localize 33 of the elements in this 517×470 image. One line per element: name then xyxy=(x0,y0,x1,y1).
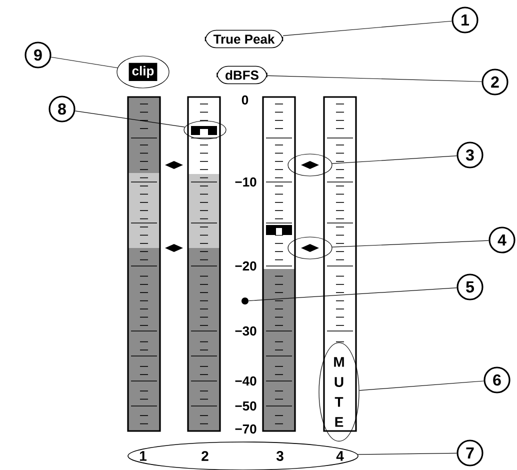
leader-line xyxy=(248,288,458,302)
scale-value: −40 xyxy=(235,376,256,386)
callout-number: 3 xyxy=(456,142,484,168)
clip-indicator: clip xyxy=(116,56,170,88)
leader-line xyxy=(359,380,484,391)
leader-line xyxy=(282,20,452,36)
callout-number: 2 xyxy=(482,68,508,96)
channel-number: 1 xyxy=(140,451,147,461)
callout-number: 8 xyxy=(48,96,76,122)
scale-value: −50 xyxy=(235,401,256,411)
leader-line xyxy=(267,75,482,82)
dot xyxy=(242,298,248,304)
callout-number: 4 xyxy=(488,226,516,254)
callout-number: 1 xyxy=(452,6,478,34)
leader-line xyxy=(50,56,118,68)
scale-value: −30 xyxy=(235,326,256,336)
scale-value: −20 xyxy=(235,261,256,271)
highlight-ellipse xyxy=(184,120,226,140)
channel-number: 2 xyxy=(202,451,208,461)
callout-number: 6 xyxy=(484,366,510,394)
scale-value: 0 xyxy=(242,95,248,105)
callout-number: 9 xyxy=(24,42,52,68)
scale-value: −10 xyxy=(235,177,256,187)
highlight-ellipse xyxy=(288,154,332,176)
highlight-ellipse xyxy=(288,236,332,260)
callout-number: 7 xyxy=(456,440,484,466)
callout-number: 5 xyxy=(456,274,484,300)
leader-line xyxy=(74,110,186,128)
leader-line xyxy=(332,156,458,164)
channel-number: 3 xyxy=(276,451,284,461)
leader-line xyxy=(357,452,457,455)
channel-number: 4 xyxy=(336,451,344,461)
leader-line xyxy=(332,240,490,248)
